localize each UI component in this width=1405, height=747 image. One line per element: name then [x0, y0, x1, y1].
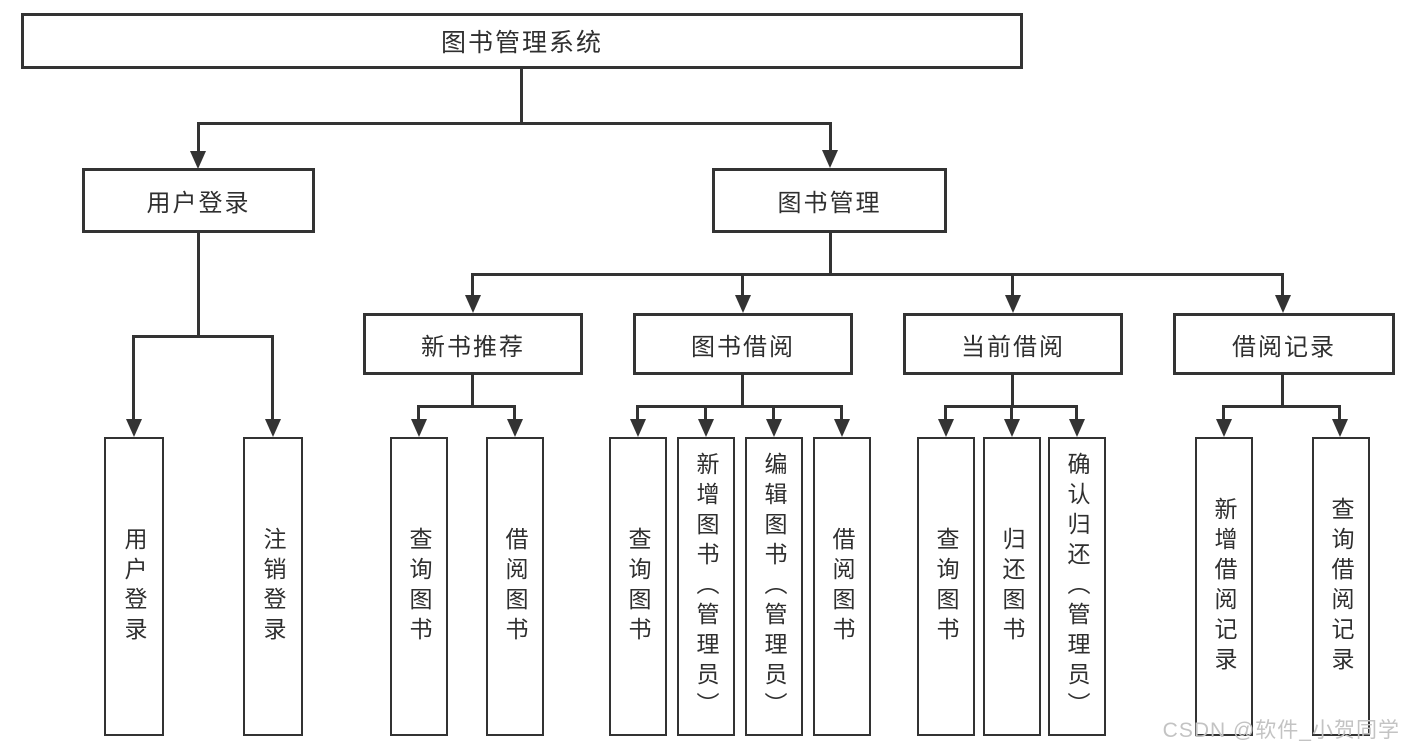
connector-drop-level3 — [741, 273, 744, 297]
node-current-borrowing: 当前借阅 — [903, 313, 1123, 375]
arrow-down-icon — [1216, 419, 1232, 437]
arrow-down-icon — [938, 419, 954, 437]
leaf-query-books-borrowing: 查询图书 — [609, 437, 667, 736]
connector-drop-leaf — [132, 335, 135, 421]
connector-drop-leaf — [636, 405, 639, 421]
connector-stub — [741, 375, 744, 405]
leaf-return-books: 归还图书 — [983, 437, 1041, 736]
arrow-down-icon — [1069, 419, 1085, 437]
connector-drop-level3 — [471, 273, 474, 297]
connector-drop-user-login — [197, 122, 200, 153]
connector-book-management-stub — [829, 233, 832, 273]
arrow-down-icon — [1005, 295, 1021, 313]
connector-user-login-stub — [197, 233, 200, 335]
arrow-down-icon — [1004, 419, 1020, 437]
connector-stub — [1281, 375, 1284, 405]
leaf-add-borrow-record: 新增借阅记录 — [1195, 437, 1253, 736]
leaf-add-books-admin: 新增图书（管理员） — [677, 437, 735, 736]
arrow-down-icon — [1275, 295, 1291, 313]
leaf-borrow-books: 借阅图书 — [813, 437, 871, 736]
connector-drop-leaf — [772, 405, 775, 421]
leaf-query-books-recommend: 查询图书 — [390, 437, 448, 736]
connector-book-management-rail — [471, 273, 1284, 276]
connector-drop-leaf — [417, 405, 420, 421]
connector-user-login-rail — [132, 335, 274, 338]
node-book-borrowing: 图书借阅 — [633, 313, 853, 375]
connector-drop-leaf — [944, 405, 947, 421]
connector-rail — [417, 405, 516, 408]
leaf-edit-books-admin: 编辑图书（管理员） — [745, 437, 803, 736]
leaf-logout: 注销登录 — [243, 437, 303, 736]
node-new-book-recommendation: 新书推荐 — [363, 313, 583, 375]
connector-root-stub — [520, 69, 523, 122]
connector-drop-level3 — [1281, 273, 1284, 297]
connector-rail — [1222, 405, 1341, 408]
connector-drop-leaf — [513, 405, 516, 421]
connector-stub — [1011, 375, 1014, 405]
connector-drop-leaf — [704, 405, 707, 421]
connector-stub — [471, 375, 474, 405]
node-user-login: 用户登录 — [82, 168, 315, 233]
connector-drop-leaf — [840, 405, 843, 421]
watermark: CSDN @软件_小贺同学 — [1162, 719, 1400, 742]
arrow-down-icon — [190, 151, 206, 169]
connector-rail — [636, 405, 842, 408]
arrow-down-icon — [465, 295, 481, 313]
arrow-down-icon — [630, 419, 646, 437]
node-borrowing-records: 借阅记录 — [1173, 313, 1395, 375]
connector-drop-leaf — [1222, 405, 1225, 421]
leaf-borrow-books-recommend: 借阅图书 — [486, 437, 544, 736]
leaf-user-login: 用户登录 — [104, 437, 164, 736]
connector-root-rail — [197, 122, 832, 125]
arrow-down-icon — [766, 419, 782, 437]
connector-drop-leaf — [1338, 405, 1341, 421]
arrow-down-icon — [822, 150, 838, 168]
connector-drop-leaf — [1010, 405, 1013, 421]
arrow-down-icon — [1332, 419, 1348, 437]
connector-drop-level3 — [1011, 273, 1014, 297]
node-book-management: 图书管理 — [712, 168, 947, 233]
leaf-query-books-current: 查询图书 — [917, 437, 975, 736]
connector-drop-book-management — [829, 122, 832, 152]
arrow-down-icon — [126, 419, 142, 437]
leaf-query-borrow-record: 查询借阅记录 — [1312, 437, 1370, 736]
arrow-down-icon — [411, 419, 427, 437]
connector-drop-leaf — [1075, 405, 1078, 421]
arrow-down-icon — [834, 419, 850, 437]
arrow-down-icon — [507, 419, 523, 437]
arrow-down-icon — [698, 419, 714, 437]
arrow-down-icon — [735, 295, 751, 313]
node-library-management-system: 图书管理系统 — [21, 13, 1023, 69]
arrow-down-icon — [265, 419, 281, 437]
connector-drop-leaf — [271, 335, 274, 421]
leaf-confirm-return-admin: 确认归还（管理员） — [1048, 437, 1106, 736]
